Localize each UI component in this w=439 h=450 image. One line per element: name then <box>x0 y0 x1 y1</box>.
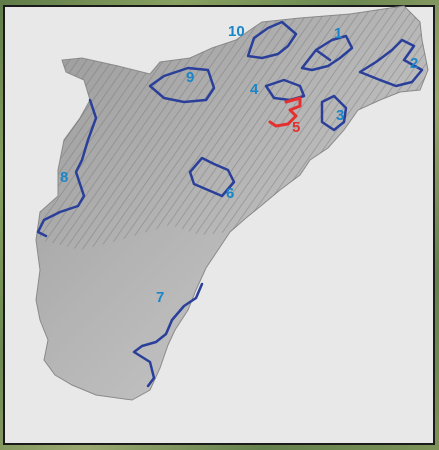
route-3-label[interactable]: 3 <box>336 107 344 124</box>
route-1-label[interactable]: 1 <box>334 25 342 42</box>
route-5-label[interactable]: 5 <box>292 119 300 136</box>
route-3-path[interactable] <box>320 94 348 132</box>
route-10-label[interactable]: 10 <box>228 23 245 40</box>
route-10-path[interactable] <box>246 20 298 60</box>
route-2-label[interactable]: 2 <box>410 55 418 72</box>
route-8-path[interactable] <box>36 98 98 238</box>
route-4-path[interactable] <box>264 78 306 102</box>
route-1-path[interactable] <box>300 34 354 72</box>
route-7-path[interactable] <box>132 282 204 388</box>
route-9-path[interactable] <box>148 66 216 104</box>
route-2-path[interactable] <box>358 38 424 88</box>
route-9-label[interactable]: 9 <box>186 69 194 86</box>
route-8-label[interactable]: 8 <box>60 169 68 186</box>
route-6-label[interactable]: 6 <box>226 185 234 202</box>
route-7-label[interactable]: 7 <box>156 289 164 306</box>
route-4-label[interactable]: 4 <box>250 81 259 98</box>
route-5-path[interactable] <box>268 96 302 128</box>
route-6-path[interactable] <box>188 156 236 198</box>
relief-mountains <box>40 6 428 250</box>
